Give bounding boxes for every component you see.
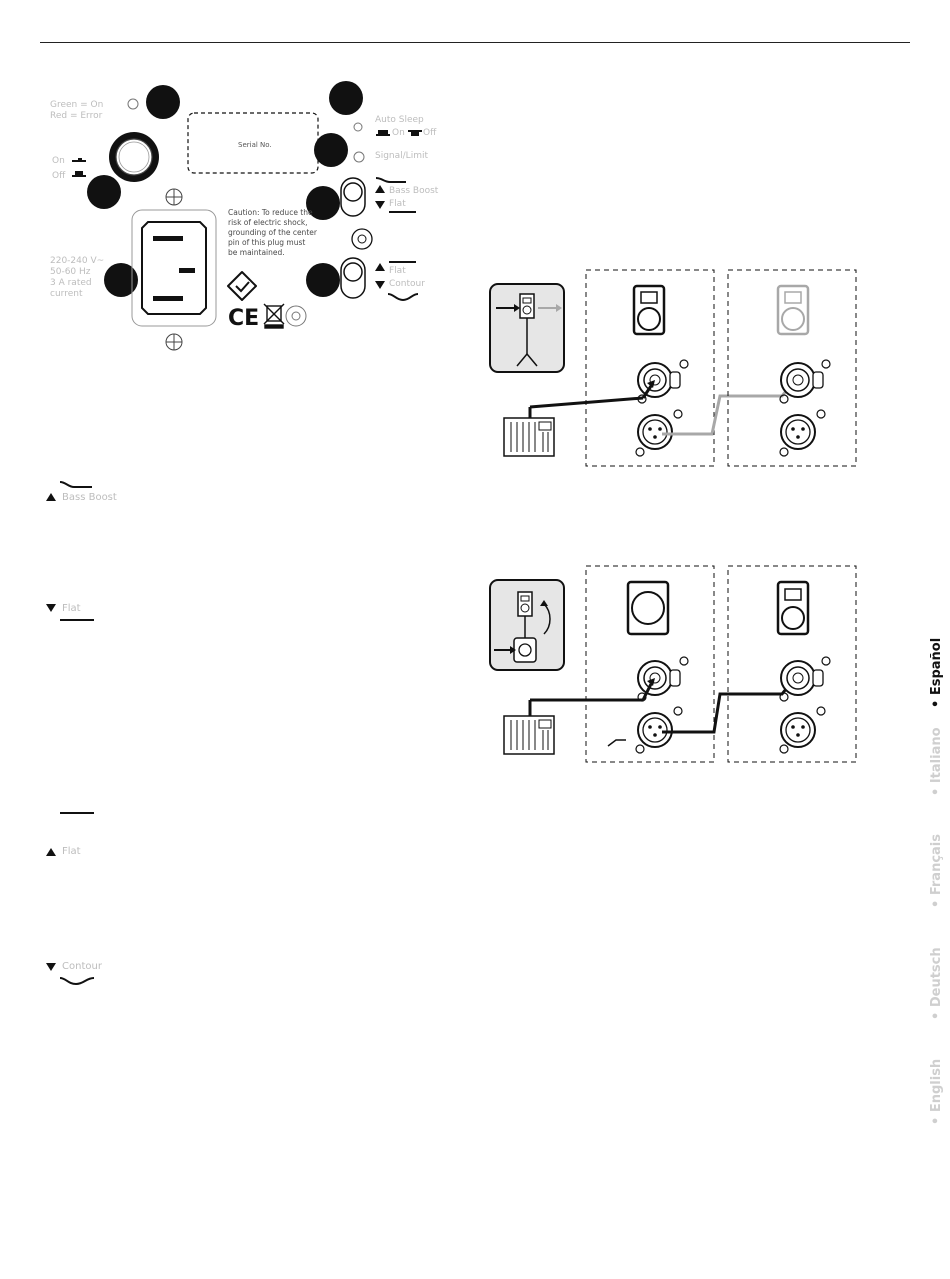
power-led-icon bbox=[127, 98, 139, 110]
power-rating: 220-240 V~ 50-60 Hz 3 A rated current bbox=[50, 256, 105, 299]
signal-led-icon bbox=[353, 151, 365, 163]
mixer-icon-2 bbox=[503, 715, 555, 755]
screw-icon bbox=[165, 188, 183, 351]
weee-icon bbox=[263, 303, 285, 329]
eq-flat-symbol bbox=[46, 604, 94, 621]
rcm-mark-icon bbox=[227, 271, 257, 301]
callout-5 bbox=[306, 186, 340, 220]
connection-diagram-1 bbox=[489, 269, 857, 467]
serial-label: Serial No. bbox=[238, 141, 272, 149]
knob-icon bbox=[351, 228, 373, 250]
eq-contour-symbol bbox=[46, 963, 95, 986]
eq-flat-symbol-2 bbox=[46, 812, 94, 856]
eq-contour-label: Contour bbox=[62, 961, 102, 972]
eq-flat-label: Flat bbox=[62, 603, 81, 614]
power-inlet-icon bbox=[141, 221, 207, 315]
led-legend: Green = On Red = Error bbox=[50, 100, 104, 121]
auto-sleep-led-icon bbox=[353, 122, 363, 132]
bass-boost-curve-icon bbox=[375, 177, 406, 183]
lang-tab-espanol[interactable]: • Español bbox=[929, 637, 944, 708]
lang-tab-deutsch[interactable]: • Deutsch bbox=[929, 947, 944, 1020]
callout-2 bbox=[329, 81, 363, 115]
eq-flat-label-2: Flat bbox=[62, 846, 81, 857]
callout-1 bbox=[146, 85, 180, 119]
callout-7 bbox=[306, 263, 340, 297]
eq-switch-upper bbox=[340, 177, 366, 217]
power-inlet-outer bbox=[131, 209, 217, 327]
auto-sleep-title: Auto Sleep bbox=[375, 115, 424, 125]
power-off-label: Off bbox=[52, 171, 66, 181]
serial-box bbox=[187, 112, 319, 174]
callout-4 bbox=[87, 175, 121, 209]
flat-upper-label: Flat bbox=[389, 199, 406, 209]
ce-mark-icon: CE bbox=[228, 306, 259, 331]
eq-switch-lower bbox=[340, 257, 366, 299]
connection-diagram-2 bbox=[489, 565, 857, 763]
power-on-label: On bbox=[52, 156, 65, 166]
eq-bass-boost-symbol bbox=[46, 481, 92, 501]
contour-curve-icon bbox=[387, 293, 419, 302]
contour-label: Contour bbox=[389, 279, 425, 289]
ground-terminal-icon bbox=[285, 305, 307, 327]
caution-text: Caution: To reduce the risk of electric … bbox=[228, 208, 317, 257]
mixer-icon bbox=[503, 417, 555, 457]
lang-tab-italiano[interactable]: • Italiano bbox=[929, 727, 944, 796]
flat-lower-label: Flat bbox=[389, 266, 406, 276]
eq-bass-boost-label: Bass Boost bbox=[62, 492, 117, 503]
bass-boost-label: Bass Boost bbox=[389, 186, 439, 196]
header-rule bbox=[40, 42, 910, 43]
lang-tab-francais[interactable]: • Français bbox=[929, 834, 944, 908]
rear-panel-diagram: CE bbox=[72, 81, 422, 351]
callout-6 bbox=[104, 263, 138, 297]
callout-3 bbox=[314, 133, 348, 167]
signal-limit-label: Signal/Limit bbox=[375, 151, 428, 161]
auto-sleep-off: Off bbox=[423, 128, 437, 138]
auto-sleep-on: On bbox=[392, 128, 405, 138]
lang-tab-english[interactable]: • English bbox=[929, 1058, 944, 1125]
